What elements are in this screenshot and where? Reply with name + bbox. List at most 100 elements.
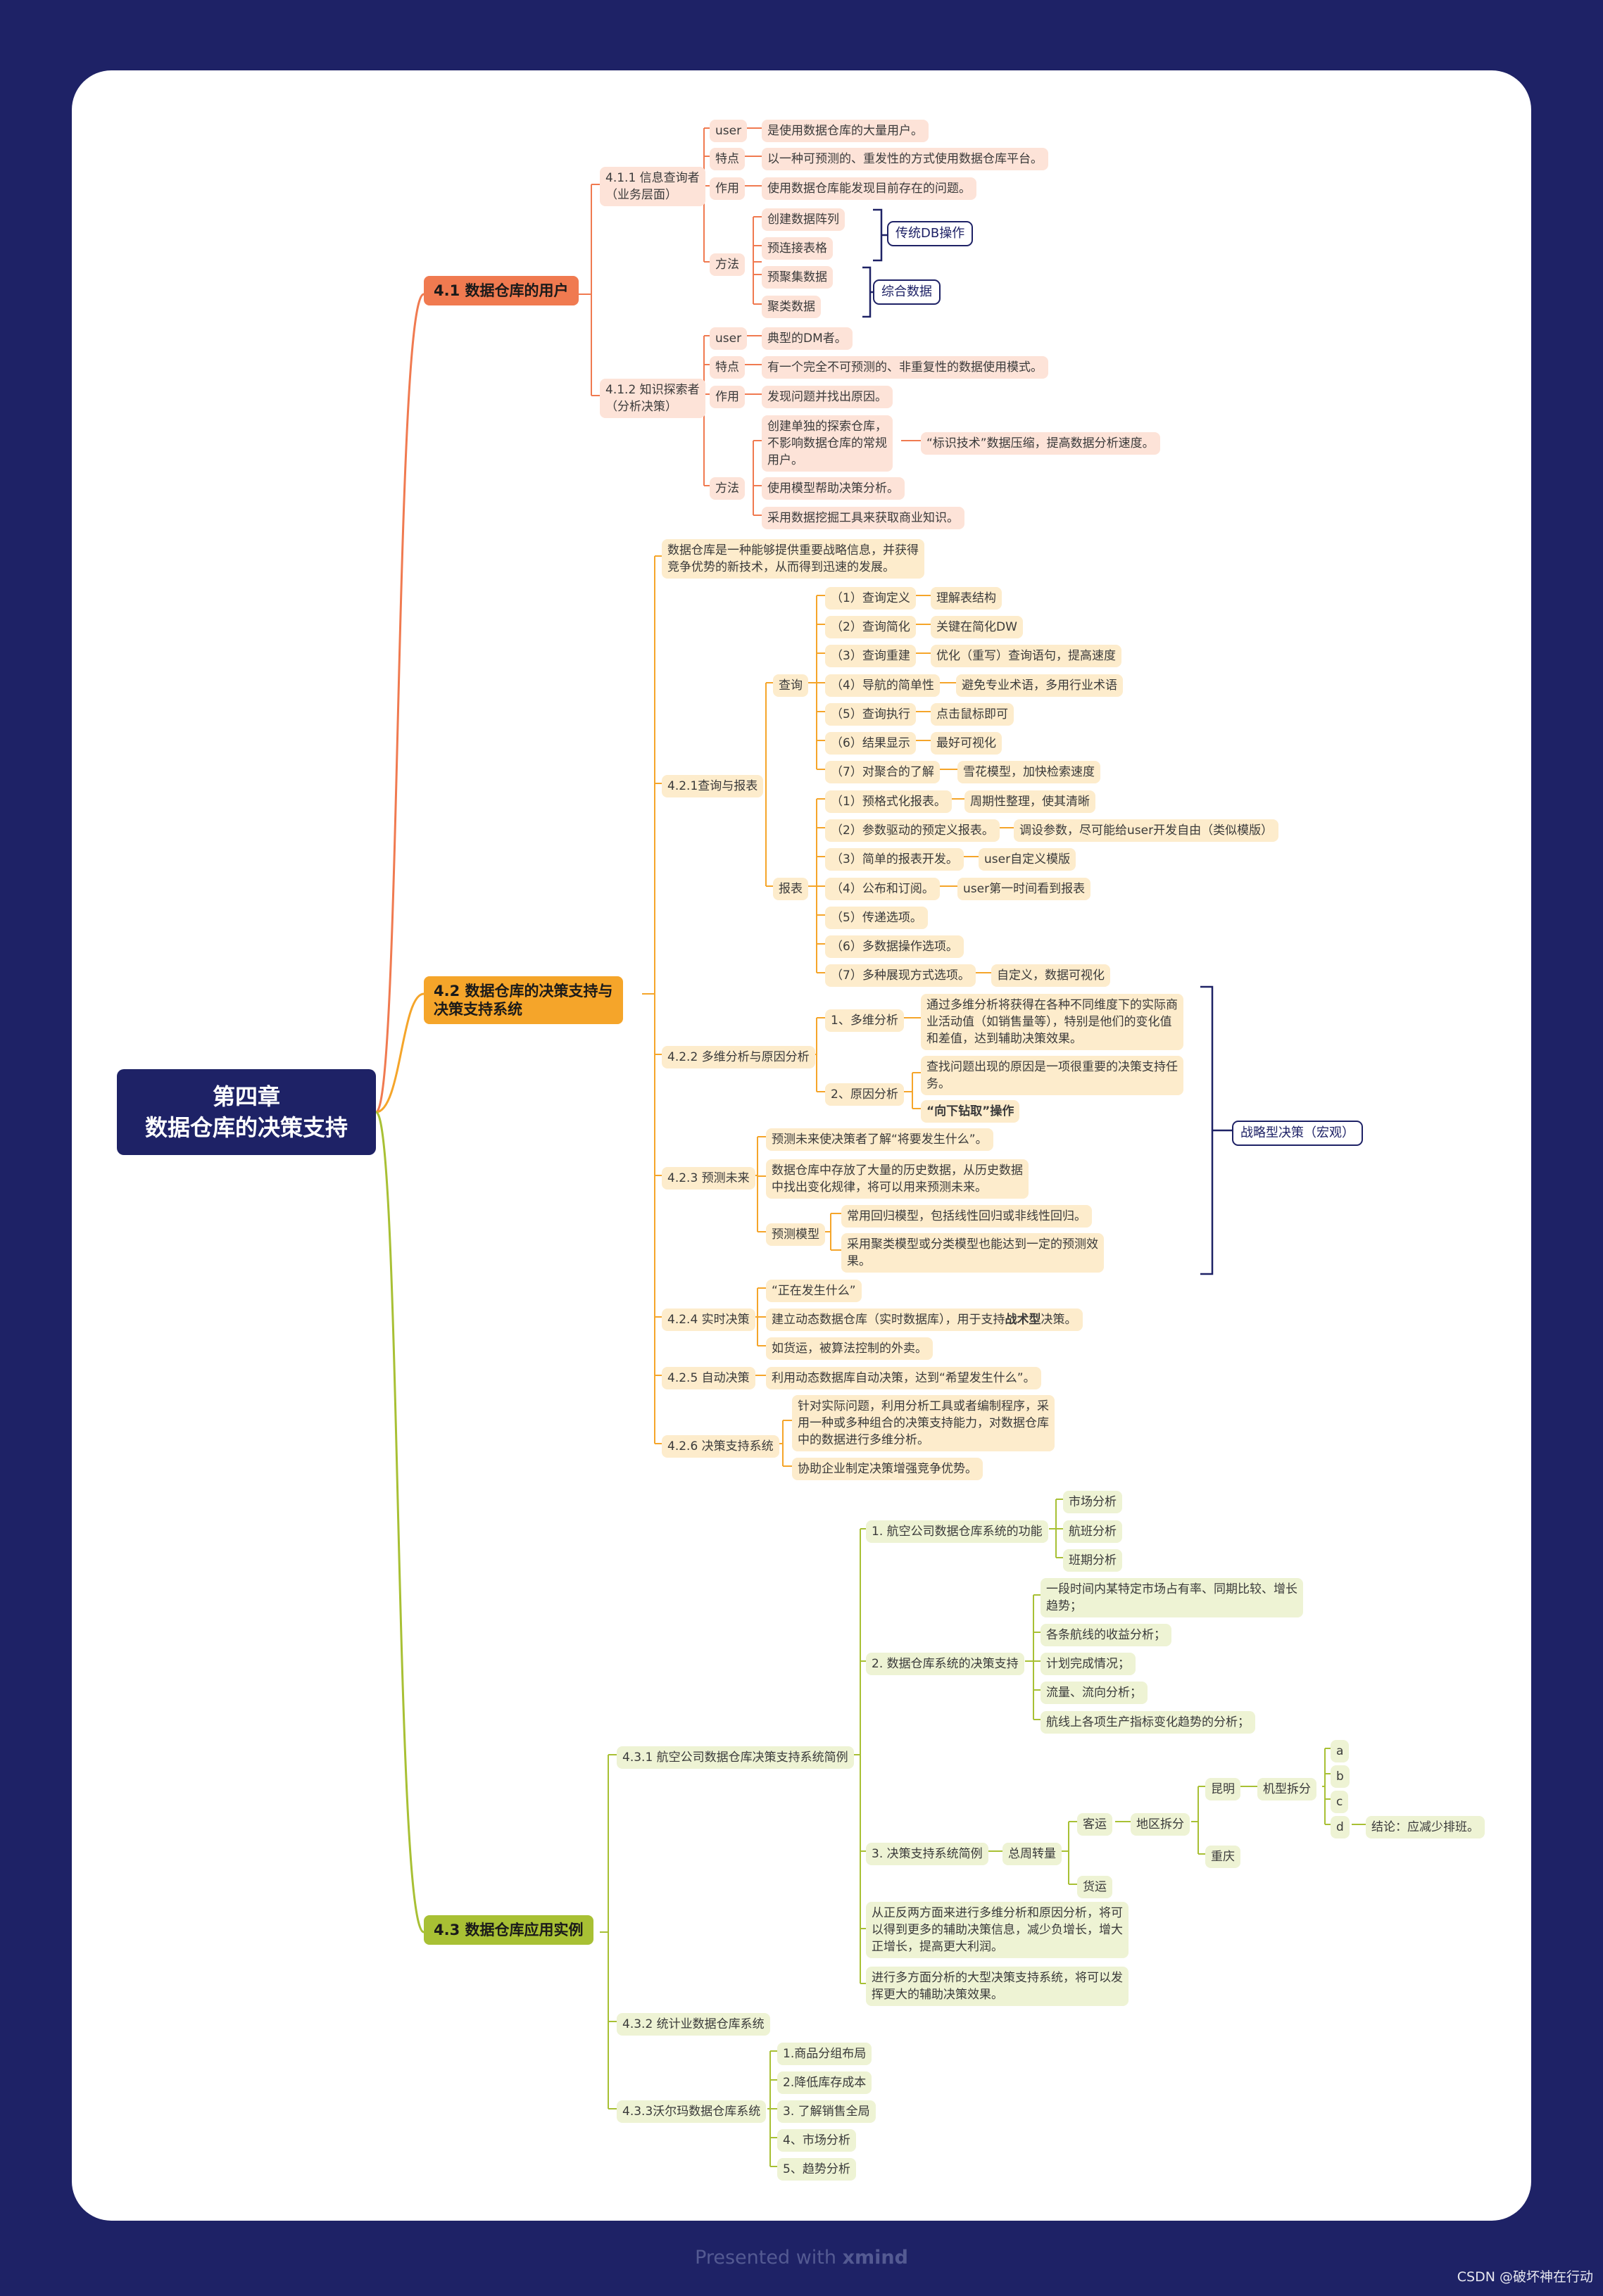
topic-4-3-1[interactable]: 4.3.1 航空公司数据仓库决策支持系统简例 [617,1746,854,1769]
walmart-item[interactable]: 5、趋势分析 [777,2158,856,2181]
key-usage[interactable]: 作用 [710,177,745,200]
topic-4-2-6[interactable]: 4.2.6 决策支持系统 [662,1435,779,1458]
topic-4-2-5[interactable]: 4.2.5 自动决策 [662,1367,755,1389]
topic-4-2-3[interactable]: 4.2.3 预测未来 [662,1167,755,1190]
city-chongqing[interactable]: 重庆 [1205,1846,1240,1868]
topic-4-3[interactable]: 4.3 数据仓库应用实例 [424,1915,593,1945]
report-item[interactable]: （6）多数据操作选项。 [825,935,964,958]
query-item[interactable]: （3）查询重建 [825,645,916,667]
forecast-note[interactable]: 预测未来使决策者了解“将要发生什么”。 [766,1128,993,1151]
function-item[interactable]: 航班分析 [1063,1520,1122,1543]
query-item[interactable]: （1）查询定义 [825,587,916,610]
analysis-note[interactable]: 从正反两方面来进行多维分析和原因分析，将可 以得到更多的辅助决策信息，减少负增长… [866,1902,1129,1958]
key-feature[interactable]: 特点 [710,356,745,379]
topic-4-1-1[interactable]: 4.1.1 信息查询者 （业务层面） [600,167,705,206]
analysis-note[interactable]: 进行多方面分析的大型决策支持系统，将可以发 挥更大的辅助决策效果。 [866,1967,1129,2006]
topic-4-2[interactable]: 4.2 数据仓库的决策支持与 决策支持系统 [424,976,623,1024]
report-item[interactable]: （7）多种展现方式选项。 [825,964,976,987]
value-user[interactable]: 典型的DM者。 [762,327,853,350]
dss-example[interactable]: 3. 决策支持系统简例 [866,1843,988,1865]
query-item[interactable]: （6）结果显示 [825,732,916,755]
report-detail[interactable]: 周期性整理，使其清晰 [964,790,1095,813]
aircraft-type[interactable]: d [1331,1816,1350,1838]
dw-decision-support[interactable]: 2. 数据仓库系统的决策支持 [866,1653,1024,1675]
multidim-text[interactable]: 通过多维分析将获得在各种不同维度下的实际商 业活动值（如销售量等），特别是他们的… [921,994,1183,1050]
decision-item[interactable]: 计划完成情况； [1041,1653,1136,1675]
method-item[interactable]: 预连接表格 [762,237,833,260]
drill-down-op[interactable]: “向下钻取”操作 [921,1100,1020,1123]
callout-summary-data[interactable]: 综合数据 [873,279,941,305]
walmart-item[interactable]: 3. 了解销售全局 [777,2100,876,2123]
decision-item[interactable]: 流量、流向分析； [1041,1682,1148,1704]
report-item[interactable]: （1）预格式化报表。 [825,790,952,813]
method-item[interactable]: 创建单独的探索仓库， 不影响数据仓库的常规 用户。 [762,415,893,472]
multidim-analysis[interactable]: 1、多维分析 [825,1009,904,1032]
walmart-item[interactable]: 4、市场分析 [777,2129,856,2152]
key-method[interactable]: 方法 [710,253,745,276]
airline-functions[interactable]: 1. 航空公司数据仓库系统的功能 [866,1520,1048,1543]
query-detail[interactable]: 优化（重写）查询语句，提高速度 [931,645,1121,667]
callout-strategic-decision[interactable]: 战略型决策（宏观） [1232,1121,1363,1146]
aircraft-type[interactable]: a [1331,1740,1350,1762]
topic-4-1-2[interactable]: 4.1.2 知识探索者 （分析决策） [600,379,705,418]
report-detail[interactable]: 调设参数，尽可能给user开发自由（类似模版） [1014,819,1279,842]
model-item[interactable]: 采用聚类模型或分类模型也能达到一定的预测效 果。 [841,1233,1104,1273]
forecast-model[interactable]: 预测模型 [766,1223,825,1246]
key-usage[interactable]: 作用 [710,386,745,408]
key-user[interactable]: user [710,120,748,142]
realtime-note[interactable]: 如货运，被算法控制的外卖。 [766,1337,933,1360]
report-detail[interactable]: user自定义模版 [979,848,1076,871]
method-item[interactable]: 预聚集数据 [762,266,833,289]
query-detail[interactable]: 理解表结构 [931,587,1002,610]
value-usage[interactable]: 发现问题并找出原因。 [762,386,893,408]
report-item[interactable]: （3）简单的报表开发。 [825,848,964,871]
query-detail[interactable]: 避免专业术语，多用行业术语 [956,674,1123,697]
key-user[interactable]: user [710,327,748,350]
value-feature[interactable]: 有一个完全不可预测的、非重复性的数据使用模式。 [762,356,1048,379]
query-item[interactable]: （2）查询简化 [825,616,916,638]
region-split[interactable]: 地区拆分 [1131,1813,1190,1836]
query-node[interactable]: 查询 [773,674,808,697]
value-usage[interactable]: 使用数据仓库能发现目前存在的问题。 [762,177,976,200]
topic-4-2-1[interactable]: 4.2.1查询与报表 [662,775,764,797]
decision-item[interactable]: 各条航线的收益分析； [1041,1624,1171,1646]
decision-item[interactable]: 航线上各项生产指标变化趋势的分析； [1041,1711,1255,1734]
decision-item[interactable]: 一段时间内某特定市场占有率、同期比较、增长 趋势； [1041,1578,1303,1617]
method-item[interactable]: 创建数据阵列 [762,208,845,231]
report-node[interactable]: 报表 [773,878,808,900]
function-item[interactable]: 班期分析 [1063,1549,1122,1572]
method-detail[interactable]: “标识技术”数据压缩，提高数据分析速度。 [921,432,1160,455]
report-item[interactable]: （4）公布和订阅。 [825,878,940,900]
key-feature[interactable]: 特点 [710,148,745,170]
model-item[interactable]: 常用回归模型，包括线性回归或非线性回归。 [841,1205,1092,1228]
report-detail[interactable]: user第一时间看到报表 [957,878,1091,900]
query-item[interactable]: （4）导航的简单性 [825,674,940,697]
report-item[interactable]: （5）传递选项。 [825,907,928,929]
realtime-note[interactable]: “正在发生什么” [766,1280,862,1302]
query-detail[interactable]: 点击鼠标即可 [931,703,1014,726]
topic-4-2-4[interactable]: 4.2.4 实时决策 [662,1308,755,1331]
total-turnover[interactable]: 总周转量 [1002,1843,1062,1865]
report-item[interactable]: （2）参数驱动的预定义报表。 [825,819,1000,842]
query-detail[interactable]: 关键在简化DW [931,616,1023,638]
walmart-item[interactable]: 1.商品分组布局 [777,2043,872,2065]
function-item[interactable]: 市场分析 [1063,1491,1122,1513]
method-item[interactable]: 聚类数据 [762,296,821,318]
topic-4-3-2[interactable]: 4.3.2 统计业数据仓库系统 [617,2013,770,2036]
aircraft-type[interactable]: b [1331,1765,1350,1788]
walmart-item[interactable]: 2.降低库存成本 [777,2071,872,2094]
query-item[interactable]: （7）对聚合的了解 [825,761,940,783]
topic-4-1[interactable]: 4.1 数据仓库的用户 [424,276,579,305]
conclusion[interactable]: 结论：应减少排班。 [1366,1816,1485,1838]
topic-4-2-2[interactable]: 4.2.2 多维分析与原因分析 [662,1046,815,1068]
aircraft-type[interactable]: c [1331,1791,1349,1813]
cause-text[interactable]: 查找问题出现的原因是一项很重要的决策支持任 务。 [921,1056,1183,1095]
passenger-transport[interactable]: 客运 [1077,1813,1112,1836]
method-item[interactable]: 采用数据挖掘工具来获取商业知识。 [762,507,964,529]
intro-note[interactable]: 数据仓库是一种能够提供重要战略信息，并获得 竞争优势的新技术，从而得到迅速的发展… [662,539,924,579]
dss-note[interactable]: 针对实际问题，利用分析工具或者编制程序，采 用一种或多种组合的决策支持能力，对数… [792,1395,1055,1451]
auto-decision-note[interactable]: 利用动态数据库自动决策，达到“希望发生什么”。 [766,1367,1041,1389]
aircraft-split[interactable]: 机型拆分 [1257,1778,1316,1800]
method-item[interactable]: 使用模型帮助决策分析。 [762,477,905,500]
city-kunming[interactable]: 昆明 [1205,1778,1240,1800]
